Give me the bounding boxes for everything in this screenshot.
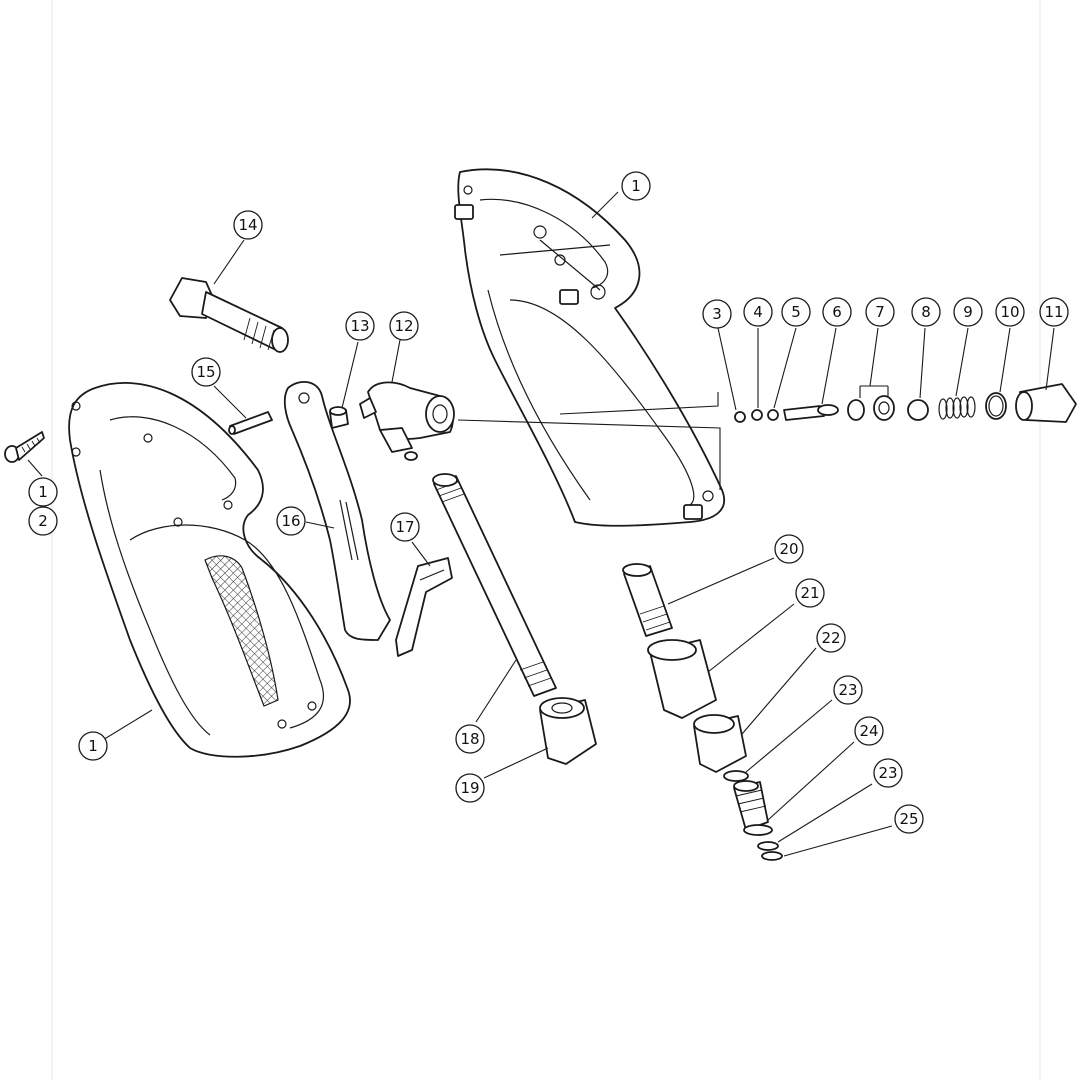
lance-fittings bbox=[622, 563, 783, 861]
callout-1a: 1 bbox=[78, 731, 108, 761]
callout-4: 4 bbox=[743, 297, 773, 327]
valve-body bbox=[359, 381, 455, 461]
callout-label: 17 bbox=[395, 518, 414, 536]
callout-24: 24 bbox=[854, 716, 884, 746]
callout-7: 7 bbox=[865, 297, 895, 327]
grip-housing-front bbox=[68, 381, 351, 758]
callout-label: 11 bbox=[1044, 303, 1063, 321]
callout-15: 15 bbox=[191, 357, 221, 387]
callout-6: 6 bbox=[822, 297, 852, 327]
trigger-lever bbox=[283, 381, 391, 641]
callout-22: 22 bbox=[816, 623, 846, 653]
assembly-line-lower bbox=[457, 419, 721, 490]
callout-label: 4 bbox=[753, 303, 763, 321]
callout-label: 23 bbox=[838, 681, 857, 699]
washer-23a bbox=[723, 770, 749, 782]
assembly-line-upper bbox=[559, 392, 719, 415]
callout-label: 1 bbox=[631, 177, 641, 195]
seal-ring-7a bbox=[847, 399, 865, 421]
callout-label: 1 bbox=[88, 737, 98, 755]
callout-label: 7 bbox=[875, 303, 885, 321]
callout-label: 21 bbox=[800, 584, 819, 602]
callout-14: 14 bbox=[233, 210, 263, 240]
callout-label: 20 bbox=[779, 540, 798, 558]
hex-nipple bbox=[169, 277, 289, 353]
callout-20: 20 bbox=[774, 534, 804, 564]
callout-1c: 1 bbox=[621, 171, 651, 201]
callout-3: 3 bbox=[702, 299, 732, 329]
callout-label: 6 bbox=[832, 303, 842, 321]
callout-23b: 23 bbox=[873, 758, 903, 788]
callout-label: 19 bbox=[460, 779, 479, 797]
callout-label: 1 bbox=[38, 483, 48, 501]
hex-nut bbox=[539, 697, 597, 765]
callout-13: 13 bbox=[345, 311, 375, 341]
valve-stem-6 bbox=[783, 405, 825, 421]
valve-stack bbox=[734, 383, 1077, 423]
nipple-20 bbox=[623, 565, 673, 637]
long-tube bbox=[432, 473, 557, 697]
washer-3 bbox=[734, 411, 746, 423]
callout-21: 21 bbox=[795, 578, 825, 608]
handle-frame-rear bbox=[454, 168, 725, 527]
callout-18: 18 bbox=[455, 724, 485, 754]
seal-ring-7b bbox=[873, 395, 895, 421]
callout-label: 3 bbox=[712, 305, 722, 323]
callout-17: 17 bbox=[390, 512, 420, 542]
callout-label: 13 bbox=[350, 317, 369, 335]
callout-12: 12 bbox=[389, 311, 419, 341]
callout-label: 2 bbox=[38, 512, 48, 530]
trigger-clip bbox=[395, 557, 453, 657]
washer-5 bbox=[767, 409, 779, 421]
callout-label: 18 bbox=[460, 730, 479, 748]
callout-1b: 1 bbox=[28, 477, 58, 507]
callout-label: 22 bbox=[821, 629, 840, 647]
callout-label: 12 bbox=[394, 317, 413, 335]
callout-19: 19 bbox=[455, 773, 485, 803]
callout-16: 16 bbox=[276, 506, 306, 536]
callout-label: 5 bbox=[791, 303, 801, 321]
callout-label: 16 bbox=[281, 512, 300, 530]
spring-9 bbox=[938, 396, 976, 420]
callout-label: 23 bbox=[878, 764, 897, 782]
callout-label: 8 bbox=[921, 303, 931, 321]
callout-8: 8 bbox=[911, 297, 941, 327]
callout-label: 25 bbox=[899, 810, 918, 828]
washer-4 bbox=[751, 409, 763, 421]
callout-label: 10 bbox=[1000, 303, 1019, 321]
callout-2: 2 bbox=[28, 506, 58, 536]
callout-label: 14 bbox=[238, 216, 257, 234]
cylinder-plug bbox=[329, 406, 349, 429]
leader-lines bbox=[27, 191, 1055, 857]
callout-label: 24 bbox=[859, 722, 878, 740]
callout-label: 9 bbox=[963, 303, 973, 321]
callout-10: 10 bbox=[995, 297, 1025, 327]
ball-8 bbox=[907, 399, 929, 421]
callout-5: 5 bbox=[781, 297, 811, 327]
pin bbox=[228, 411, 273, 435]
callout-23a: 23 bbox=[833, 675, 863, 705]
callout-25: 25 bbox=[894, 804, 924, 834]
washer-25 bbox=[761, 851, 783, 861]
callout-label: 15 bbox=[196, 363, 215, 381]
washer-23b bbox=[757, 841, 779, 851]
callout-9: 9 bbox=[953, 297, 983, 327]
screw bbox=[4, 431, 45, 463]
callout-11: 11 bbox=[1039, 297, 1069, 327]
